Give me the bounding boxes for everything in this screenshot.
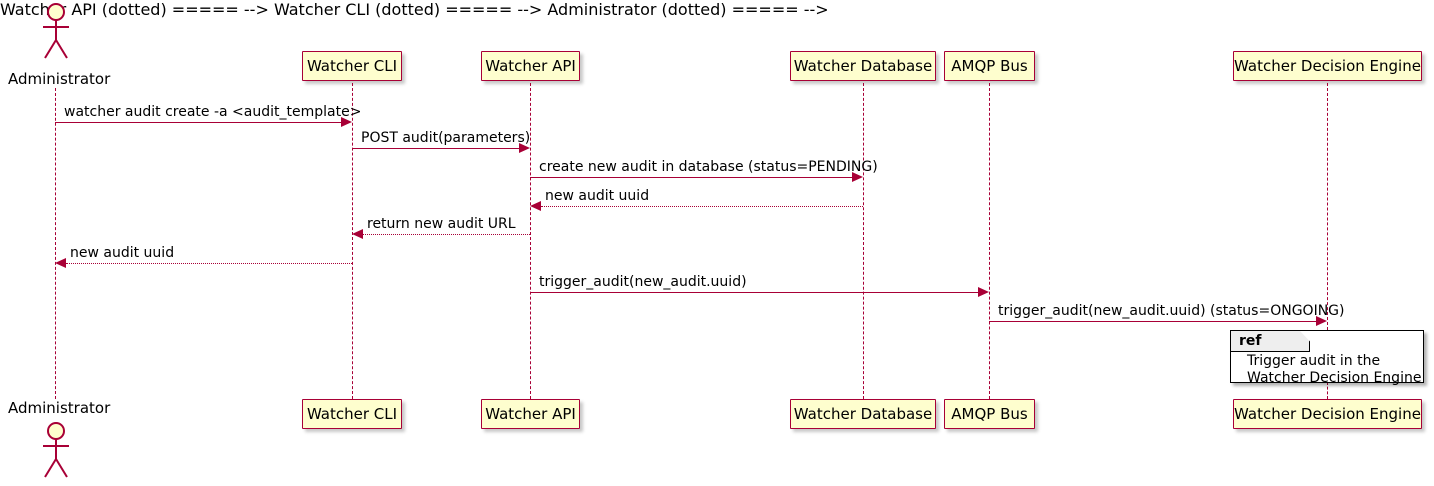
participant-box-watcher-api-top[interactable]: Watcher API [481, 51, 580, 81]
lifeline-watcher-decision-engine-lower [1327, 382, 1328, 399]
message-arrowhead-3 [852, 172, 863, 182]
message-label-5: return new audit URL [367, 216, 516, 232]
stick-figure-icon [43, 422, 69, 478]
participant-box-watcher-api-bottom[interactable]: Watcher API [481, 399, 580, 429]
message-arrowhead-7 [978, 287, 989, 297]
participant-label-amqp-bus-top: AMQP Bus [951, 56, 1028, 75]
lifeline-watcher-decision-engine [1327, 83, 1328, 330]
message-arrowhead-6 [55, 258, 66, 268]
lifeline-amqp-bus [989, 83, 990, 399]
participant-box-amqp-bus-bottom[interactable]: AMQP Bus [944, 399, 1035, 429]
actor-administrator-bottom [33, 420, 79, 486]
lifeline-watcher-database [863, 83, 864, 399]
message-arrowhead-8 [1316, 316, 1327, 326]
participant-box-watcher-decision-engine-top[interactable]: Watcher Decision Engine [1233, 51, 1422, 81]
participant-box-watcher-database-top[interactable]: Watcher Database [790, 51, 936, 81]
participant-label-watcher-api-bottom: Watcher API [485, 404, 576, 423]
participant-label-watcher-cli-top: Watcher CLI [306, 56, 398, 75]
participant-label-watcher-database-bottom: Watcher Database [793, 404, 933, 423]
stick-figure-icon [43, 3, 69, 59]
message-line-4 [541, 206, 863, 207]
ref-fragment: ref Trigger audit in the Watcher Decisio… [1230, 330, 1424, 386]
actor-label-administrator-bottom: Administrator [8, 399, 111, 417]
message-line-8 [989, 321, 1318, 322]
participant-label-watcher-cli-bottom: Watcher CLI [306, 404, 398, 423]
message-line-2 [352, 148, 521, 149]
message-line-7 [530, 292, 980, 293]
participant-box-watcher-cli-bottom[interactable]: Watcher CLI [302, 399, 402, 429]
message-line-6 [66, 263, 352, 264]
message-arrowhead-2 [519, 143, 530, 153]
actor-label-administrator-top: Administrator [8, 70, 111, 88]
participant-box-watcher-database-bottom[interactable]: Watcher Database [790, 399, 936, 429]
lifeline-watcher-cli [352, 83, 353, 399]
message-label-7: trigger_audit(new_audit.uuid) [539, 274, 747, 290]
participant-label-watcher-decision-engine-top: Watcher Decision Engine [1234, 56, 1421, 75]
participant-box-amqp-bus-top[interactable]: AMQP Bus [944, 51, 1035, 81]
message-line-5 [363, 234, 530, 235]
message-arrowhead-5 [352, 229, 363, 239]
message-arrowhead-4 [530, 201, 541, 211]
lifeline-administrator [55, 88, 56, 399]
message-arrowhead-1 [341, 117, 352, 127]
participant-label-amqp-bus-bottom: AMQP Bus [951, 404, 1028, 423]
participant-label-watcher-decision-engine-bottom: Watcher Decision Engine [1234, 404, 1421, 423]
message-label-8: trigger_audit(new_audit.uuid) (status=ON… [998, 303, 1345, 319]
message-label-2: POST audit(parameters) [361, 130, 531, 146]
message-label-1: watcher audit create -a <audit_template> [64, 104, 362, 120]
ref-fragment-text: Trigger audit in the Watcher Decision En… [1247, 353, 1422, 386]
message-label-6: new audit uuid [70, 245, 175, 261]
message-label-3: create new audit in database (status=PEN… [539, 159, 878, 175]
actor-administrator-top [33, 2, 79, 66]
participant-box-watcher-cli-top[interactable]: Watcher CLI [302, 51, 402, 81]
participant-box-watcher-decision-engine-bottom[interactable]: Watcher Decision Engine [1233, 399, 1422, 429]
lifeline-watcher-api [530, 83, 531, 399]
message-line-3 [530, 177, 854, 178]
ref-fragment-keyword: ref [1231, 331, 1310, 352]
message-line-1 [55, 122, 343, 123]
participant-label-watcher-database-top: Watcher Database [793, 56, 933, 75]
participant-label-watcher-api-top: Watcher API [485, 56, 576, 75]
message-label-4: new audit uuid [545, 188, 650, 204]
